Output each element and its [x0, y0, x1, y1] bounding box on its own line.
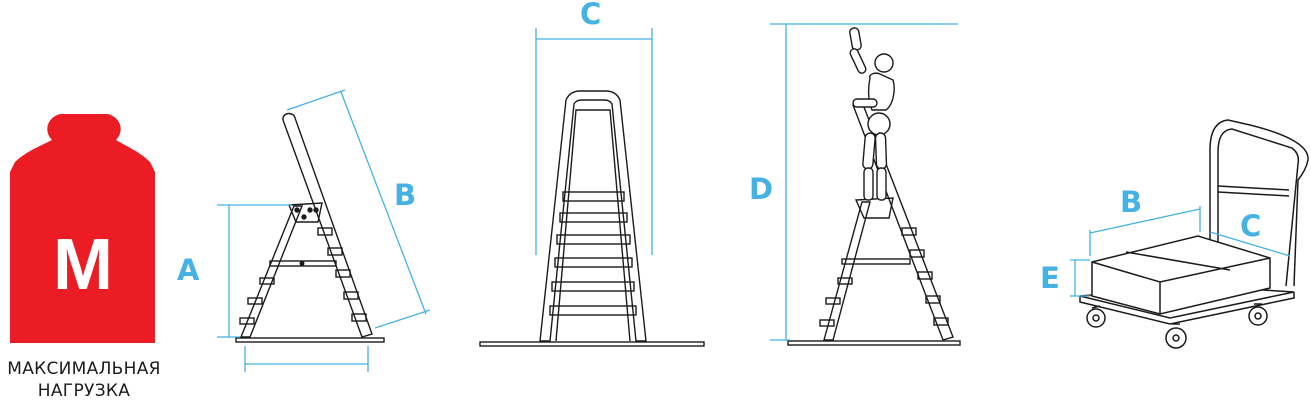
- cart-dimension-label-c: C: [1240, 209, 1261, 243]
- ladder-height-dimension: [770, 23, 958, 341]
- cargo-box: [1091, 235, 1271, 315]
- ground-plate: [787, 340, 961, 346]
- ladder-front-view: [479, 90, 705, 347]
- caption-line-1: МАКСИМАЛЬНАЯ: [7, 359, 161, 379]
- ground-plate: [235, 337, 385, 343]
- cart-handle: [1209, 119, 1309, 287]
- back-leg: [823, 201, 871, 341]
- outer-frame: [539, 90, 647, 342]
- dimension-label-c: C: [580, 0, 601, 31]
- dimension-label-d: D: [749, 172, 773, 206]
- cart-dimensions: [1070, 206, 1291, 297]
- weight-letter: M: [53, 225, 113, 305]
- ladder-front-dimensions: [535, 28, 653, 255]
- back-leg: [239, 205, 304, 338]
- inner-frame: [555, 109, 631, 342]
- max-load-caption: МАКСИМАЛЬНАЯ НАГРУЗКА: [0, 358, 168, 402]
- platform-cart: [1079, 119, 1309, 349]
- caption-line-2: НАГРУЗКА: [37, 381, 131, 401]
- top-plate: [287, 202, 323, 223]
- dimension-label-a: A: [177, 253, 200, 287]
- cart-wheel: [1086, 308, 1106, 328]
- cart-wheel: [1248, 306, 1268, 326]
- cross-bar: [269, 260, 337, 267]
- front-rail: [282, 112, 373, 338]
- max-load-weight-icon: M: [10, 114, 155, 343]
- cart-dimension-label-e: E: [1040, 261, 1060, 295]
- person-figure: [849, 27, 895, 201]
- dimension-label-b: B: [394, 178, 416, 212]
- ladder-side-dimensions: [217, 89, 431, 372]
- weight-shape: [10, 114, 155, 343]
- cart-wheel: [1165, 327, 1187, 349]
- cart-dimension-label-b: B: [1120, 185, 1142, 219]
- ladder-side-view: [235, 112, 385, 343]
- steps: [549, 191, 637, 316]
- ground-plate: [479, 341, 705, 347]
- ladder-with-person: [787, 27, 961, 346]
